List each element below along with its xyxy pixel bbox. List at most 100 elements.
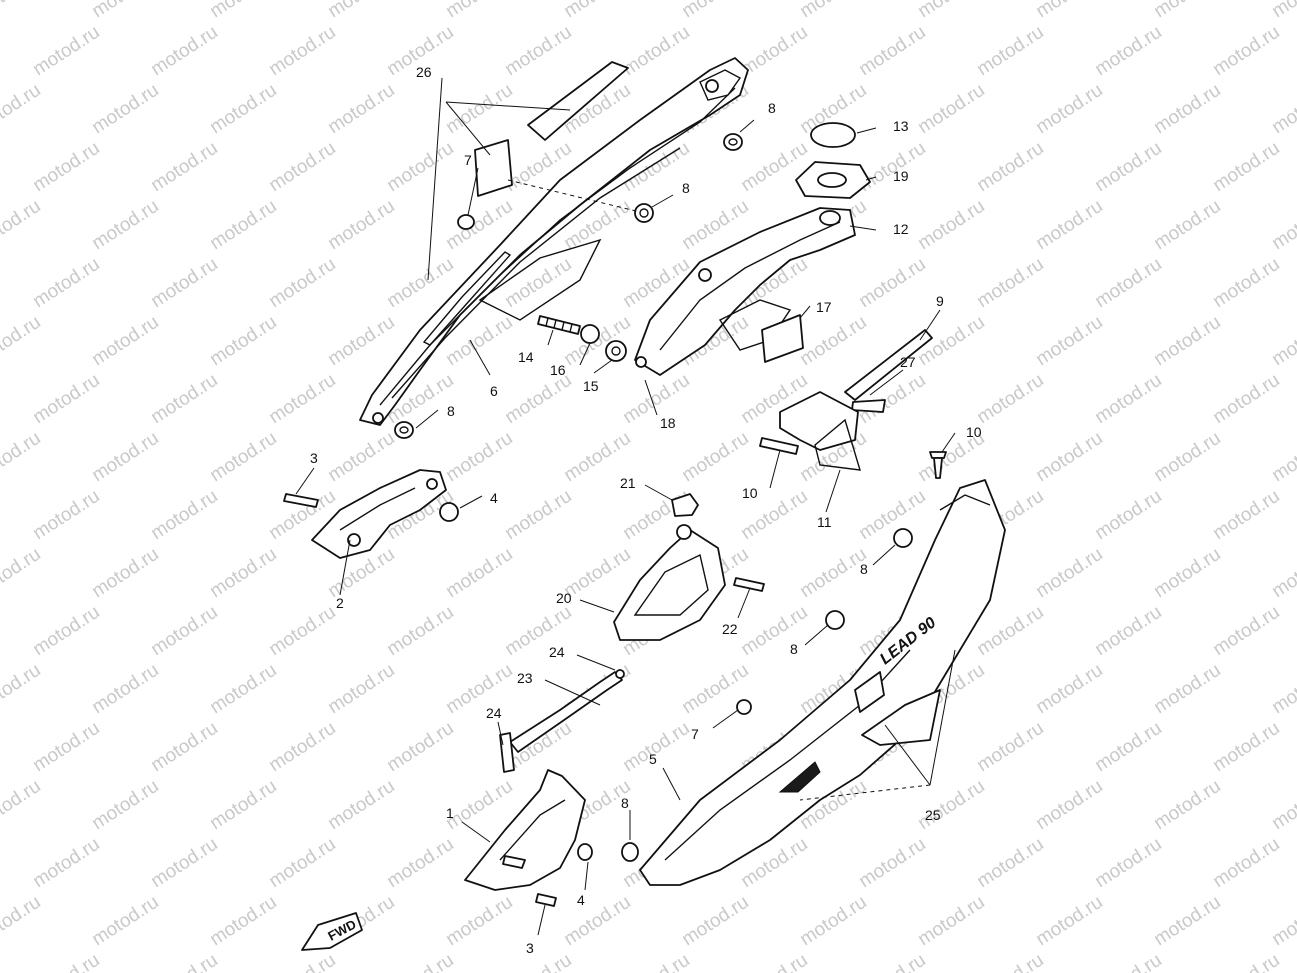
watermark-text: motod.ru <box>737 602 811 660</box>
watermark-text: motod.ru <box>29 950 103 973</box>
watermark-text: motod.ru <box>29 834 103 892</box>
watermark-text: motod.ru <box>678 428 752 486</box>
watermark-text: motod.ru <box>1091 22 1165 80</box>
watermark-text: motod.ru <box>973 138 1047 196</box>
watermark-text: motod.ru <box>1209 950 1283 973</box>
callout-10-right: 10 <box>966 424 982 440</box>
watermark-text: motod.ru <box>1032 776 1106 834</box>
watermark-text: motod.ru <box>1091 138 1165 196</box>
watermark-text: motod.ru <box>206 776 280 834</box>
cap-13 <box>810 122 856 148</box>
watermark-text: motod.ru <box>442 544 516 602</box>
bracket-12 <box>634 207 856 376</box>
sticker-27 <box>844 329 933 413</box>
callout-1: 1 <box>446 805 454 821</box>
watermark-text: motod.ru <box>265 370 339 428</box>
watermark-text: motod.ru <box>1091 486 1165 544</box>
watermark-text: motod.ru <box>147 834 221 892</box>
tag-17 <box>761 314 804 363</box>
fwd-arrow-icon: FWD <box>301 912 363 951</box>
watermark-text: motod.ru <box>206 0 280 22</box>
watermark-text: motod.ru <box>383 718 457 776</box>
watermark-text: motod.ru <box>0 0 45 22</box>
watermark-text: motod.ru <box>324 0 398 22</box>
rail-cover-6 <box>359 57 749 426</box>
watermark-text: motod.ru <box>914 892 988 950</box>
watermark-text: motod.ru <box>973 254 1047 312</box>
watermark-text: motod.ru <box>88 544 162 602</box>
callout-6: 6 <box>490 383 498 399</box>
watermark-text: motod.ru <box>206 544 280 602</box>
callout-24-lower: 24 <box>486 705 502 721</box>
callout-7-lower: 7 <box>691 726 699 742</box>
callout-10-left: 10 <box>742 485 758 501</box>
callout-24-upper: 24 <box>549 644 565 660</box>
watermark-text: motod.ru <box>88 312 162 370</box>
watermark-text: motod.ru <box>619 370 693 428</box>
watermark-text: motod.ru <box>1150 312 1224 370</box>
callout-19: 19 <box>893 168 909 184</box>
watermark-text: motod.ru <box>914 196 988 254</box>
watermark-text: motod.ru <box>501 950 575 973</box>
callout-3-lower: 3 <box>526 940 534 956</box>
watermark-text: motod.ru <box>324 312 398 370</box>
watermark-text: motod.ru <box>383 602 457 660</box>
watermark-text: motod.ru <box>0 428 45 486</box>
watermark-text: motod.ru <box>1209 602 1283 660</box>
watermark-text: motod.ru <box>973 22 1047 80</box>
strap-23 <box>499 669 625 773</box>
watermark-text: motod.ru <box>1209 370 1283 428</box>
callout-4-upper: 4 <box>490 490 498 506</box>
watermark-text: motod.ru <box>0 660 45 718</box>
watermark-text: motod.ru <box>1032 660 1106 718</box>
watermark-text: motod.ru <box>1091 602 1165 660</box>
watermark-text: motod.ru <box>1209 486 1283 544</box>
watermark-text: motod.ru <box>619 950 693 973</box>
watermark-text: motod.ru <box>855 138 929 196</box>
callout-8-bottom: 8 <box>621 795 629 811</box>
watermark-text: motod.ru <box>855 254 929 312</box>
watermark-text: motod.ru <box>796 0 870 22</box>
watermark-text: motod.ru <box>88 660 162 718</box>
callout-18: 18 <box>660 415 676 431</box>
grommet-8-upper <box>394 133 743 439</box>
watermark-text: motod.ru <box>1268 892 1297 950</box>
watermark-text: motod.ru <box>442 428 516 486</box>
watermark-text: motod.ru <box>560 312 634 370</box>
watermark-text: motod.ru <box>324 660 398 718</box>
callout-26: 26 <box>416 64 432 80</box>
watermark-text: motod.ru <box>147 22 221 80</box>
watermark-text: motod.ru <box>0 80 45 138</box>
watermark-text: motod.ru <box>560 892 634 950</box>
watermark-text: motod.ru <box>1209 834 1283 892</box>
bolt-14 <box>537 315 581 335</box>
watermark-text: motod.ru <box>383 950 457 973</box>
watermark-text: motod.ru <box>383 138 457 196</box>
bracket-2 <box>283 469 459 559</box>
callout-4-lower: 4 <box>577 892 585 908</box>
watermark-text: motod.ru <box>678 0 752 22</box>
watermark-text: motod.ru <box>442 80 516 138</box>
callout-11: 11 <box>817 514 832 530</box>
callout-2: 2 <box>336 595 344 611</box>
callout-7-upper: 7 <box>464 152 472 168</box>
callout-3-upper: 3 <box>310 450 318 466</box>
watermark-text: motod.ru <box>796 892 870 950</box>
callout-13: 13 <box>893 118 909 134</box>
watermark-text: motod.ru <box>324 776 398 834</box>
watermark-text: motod.ru <box>29 718 103 776</box>
watermark-text: motod.ru <box>206 428 280 486</box>
watermark-text: motod.ru <box>29 22 103 80</box>
watermark-text: motod.ru <box>855 486 929 544</box>
watermark-text: motod.ru <box>1150 544 1224 602</box>
watermark-text: motod.ru <box>914 80 988 138</box>
callout-5: 5 <box>649 751 657 767</box>
watermark-text: motod.ru <box>1032 892 1106 950</box>
watermark-text: motod.ru <box>1032 544 1106 602</box>
watermark-text: motod.ru <box>619 718 693 776</box>
callout-8-lower-left: 8 <box>447 403 455 419</box>
watermark-text: motod.ru <box>265 602 339 660</box>
watermark-text: motod.ru <box>1268 0 1297 22</box>
watermark-text: motod.ru <box>147 718 221 776</box>
watermark-text: motod.ru <box>265 834 339 892</box>
